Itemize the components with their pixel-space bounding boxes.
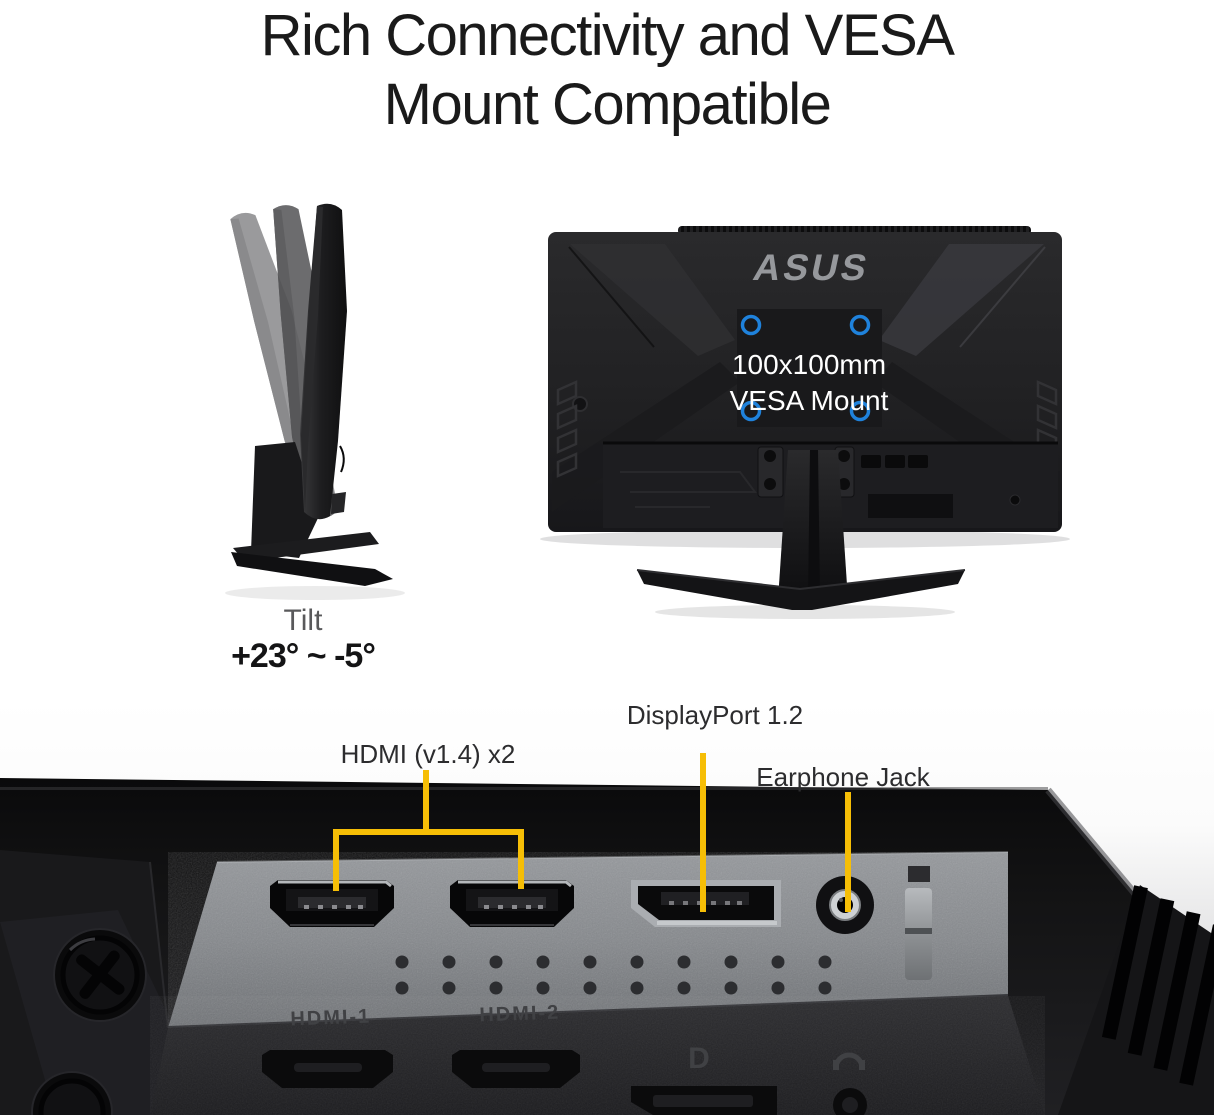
embossed-hdmi1-label: HDMI-1: [290, 1006, 372, 1031]
tilt-caption: Tilt: [283, 604, 323, 637]
hdmi-recess-2: [452, 1050, 580, 1088]
ports-photo-section: DisplayPort 1.2 HDMI (v1.4) x2 Earphone …: [0, 700, 1214, 1115]
service-sticker: [868, 494, 953, 518]
edge-chevrons-left: [556, 380, 578, 478]
hdmi-label: HDMI (v1.4) x2: [340, 739, 516, 769]
back-view-illustration: ASUS 100x100mm VESA Mount: [540, 226, 1070, 619]
screw-2: [31, 1071, 113, 1115]
dp-recess: [631, 1086, 777, 1115]
vesa-hole-top-right: [849, 314, 871, 336]
io-panel: [167, 851, 1009, 1030]
page-title: Rich Connectivity and VESA Mount Compati…: [0, 1, 1214, 139]
headphone-icon: [833, 1052, 865, 1070]
title-line-2: Mount Compatible: [383, 72, 832, 137]
displayport-logo: D: [688, 1042, 710, 1075]
stand-arm: [0, 850, 208, 1115]
vent-slats: [1058, 885, 1214, 1115]
base-shadow: [655, 605, 955, 619]
ports-photo: HDMI-1 HDMI-2 D: [0, 700, 1214, 1115]
hdmi-recess-1: [262, 1050, 393, 1088]
jack-recess: [833, 1088, 867, 1115]
vesa-text-line-1: 100x100mm: [732, 349, 886, 380]
embossed-hdmi2-label: HDMI-2: [479, 1002, 561, 1027]
asus-logo-text: ASUS: [750, 246, 874, 288]
side-view-illustration: [225, 203, 405, 600]
vesa-hole-bottom-left: [740, 400, 762, 422]
vesa-hole-bottom-right: [849, 400, 871, 422]
io-cutouts: [861, 455, 928, 468]
vesa-hole-top-left: [740, 314, 762, 336]
latch-tab: [905, 866, 932, 980]
callout-lines: [333, 753, 851, 912]
back-stand: [636, 450, 966, 610]
kensington-lock-slot: [1009, 494, 1021, 506]
hinge-screws: [764, 450, 850, 490]
monitor-side-profile: [300, 203, 347, 520]
jack-callout-line: [845, 792, 851, 912]
vent-holes: [395, 955, 832, 995]
displayport-label: DisplayPort 1.2: [626, 700, 804, 730]
asus-logo: ASUS: [750, 246, 874, 288]
hdmi-port-2: [450, 880, 574, 927]
vesa-text-line-2: VESA Mount: [730, 385, 889, 416]
screw-1: [53, 928, 147, 1022]
dp-callout-line: [700, 753, 706, 912]
hdmi-port-1: [270, 880, 394, 927]
stand-shadow: [225, 586, 405, 600]
tilt-range: +23° ~ -5°: [231, 637, 376, 675]
earphone-label: Earphone Jack: [756, 762, 930, 792]
vesa-mount-plate: 100x100mm VESA Mount: [730, 309, 889, 427]
hdmi-callout-line: [333, 770, 524, 891]
hinge-tab: [331, 492, 346, 514]
title-line-1: Rich Connectivity and VESA: [260, 3, 955, 68]
bottom-shell: HDMI-1 HDMI-2 D: [150, 996, 1045, 1115]
